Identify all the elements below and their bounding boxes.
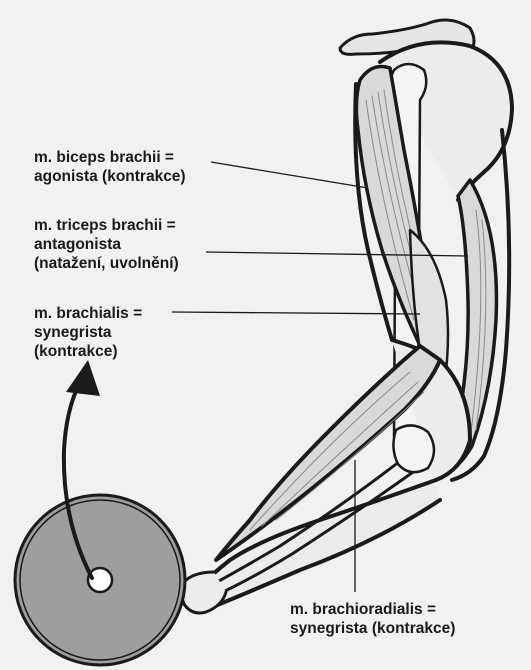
- label-triceps-line1: m. triceps brachii =: [34, 216, 179, 235]
- label-biceps-line2: agonista (kontrakce): [34, 167, 186, 186]
- weight-disc-icon: [15, 495, 185, 665]
- leader-line-biceps: [211, 162, 368, 188]
- label-brachioradialis-line1: m. brachioradialis =: [290, 600, 455, 619]
- label-triceps: m. triceps brachii = antagonista (nataže…: [34, 216, 179, 273]
- elbow-joint: [393, 425, 434, 472]
- label-triceps-line2: antagonista: [34, 235, 179, 254]
- label-brachialis-line3: (kontrakce): [34, 342, 142, 361]
- label-triceps-line3: (natažení, uvolnění): [34, 254, 179, 273]
- forearm: [181, 340, 470, 613]
- label-biceps: m. biceps brachii = agonista (kontrakce): [34, 148, 186, 186]
- label-brachialis-line1: m. brachialis =: [34, 304, 142, 323]
- label-brachialis: m. brachialis = synegrista (kontrakce): [34, 304, 142, 361]
- label-biceps-line1: m. biceps brachii =: [34, 148, 186, 167]
- label-brachioradialis: m. brachioradialis = synegrista (kontrak…: [290, 600, 455, 638]
- label-brachialis-line2: synegrista: [34, 323, 142, 342]
- label-brachioradialis-line2: synegrista (kontrakce): [290, 619, 455, 638]
